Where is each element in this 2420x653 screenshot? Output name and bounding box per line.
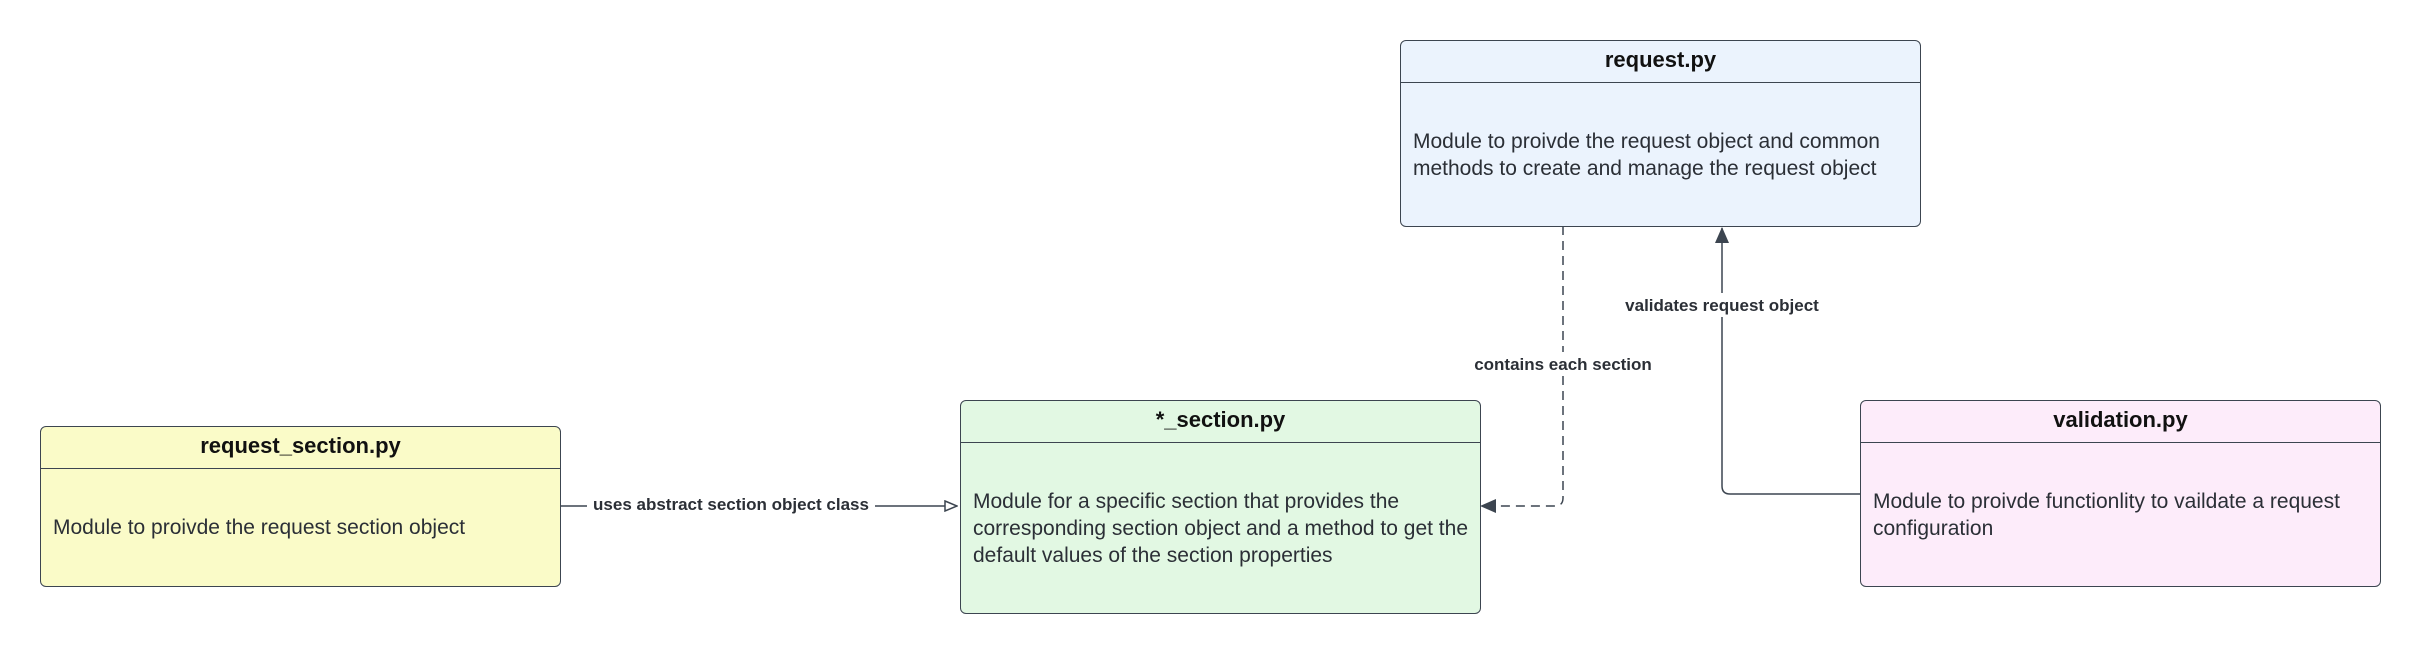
node-request[interactable]: request.py Module to proivde the request…	[1400, 40, 1921, 227]
edge-contains-label-bg	[1469, 352, 1657, 376]
edge-uses-label: uses abstract section object class	[593, 495, 869, 514]
node-section[interactable]: *_section.py Module for a specific secti…	[960, 400, 1481, 614]
node-section-body: Module for a specific section that provi…	[973, 489, 1468, 567]
node-validation-title: validation.py	[1861, 401, 2380, 443]
edge-contains-label: contains each section	[1474, 355, 1652, 374]
node-request-title: request.py	[1401, 41, 1920, 83]
node-request-body: Module to proivde the request object and…	[1413, 129, 1880, 180]
node-request-section-title: request_section.py	[41, 427, 560, 469]
edge-validates-label: validates request object	[1625, 296, 1819, 315]
node-request-section-body: Module to proivde the request section ob…	[53, 516, 466, 539]
node-section-title: *_section.py	[961, 401, 1480, 443]
node-validation[interactable]: validation.py Module to proivde function…	[1860, 400, 2381, 587]
edge-uses-label-bg	[587, 494, 875, 516]
node-validation-body: Module to proivde functionlity to vailda…	[1873, 489, 2340, 540]
node-request-section[interactable]: request_section.py Module to proivde the…	[40, 426, 561, 587]
edge-validates-label-bg	[1616, 293, 1828, 317]
edge-contains	[1480, 226, 1564, 513]
edge-validates	[1715, 227, 1861, 495]
